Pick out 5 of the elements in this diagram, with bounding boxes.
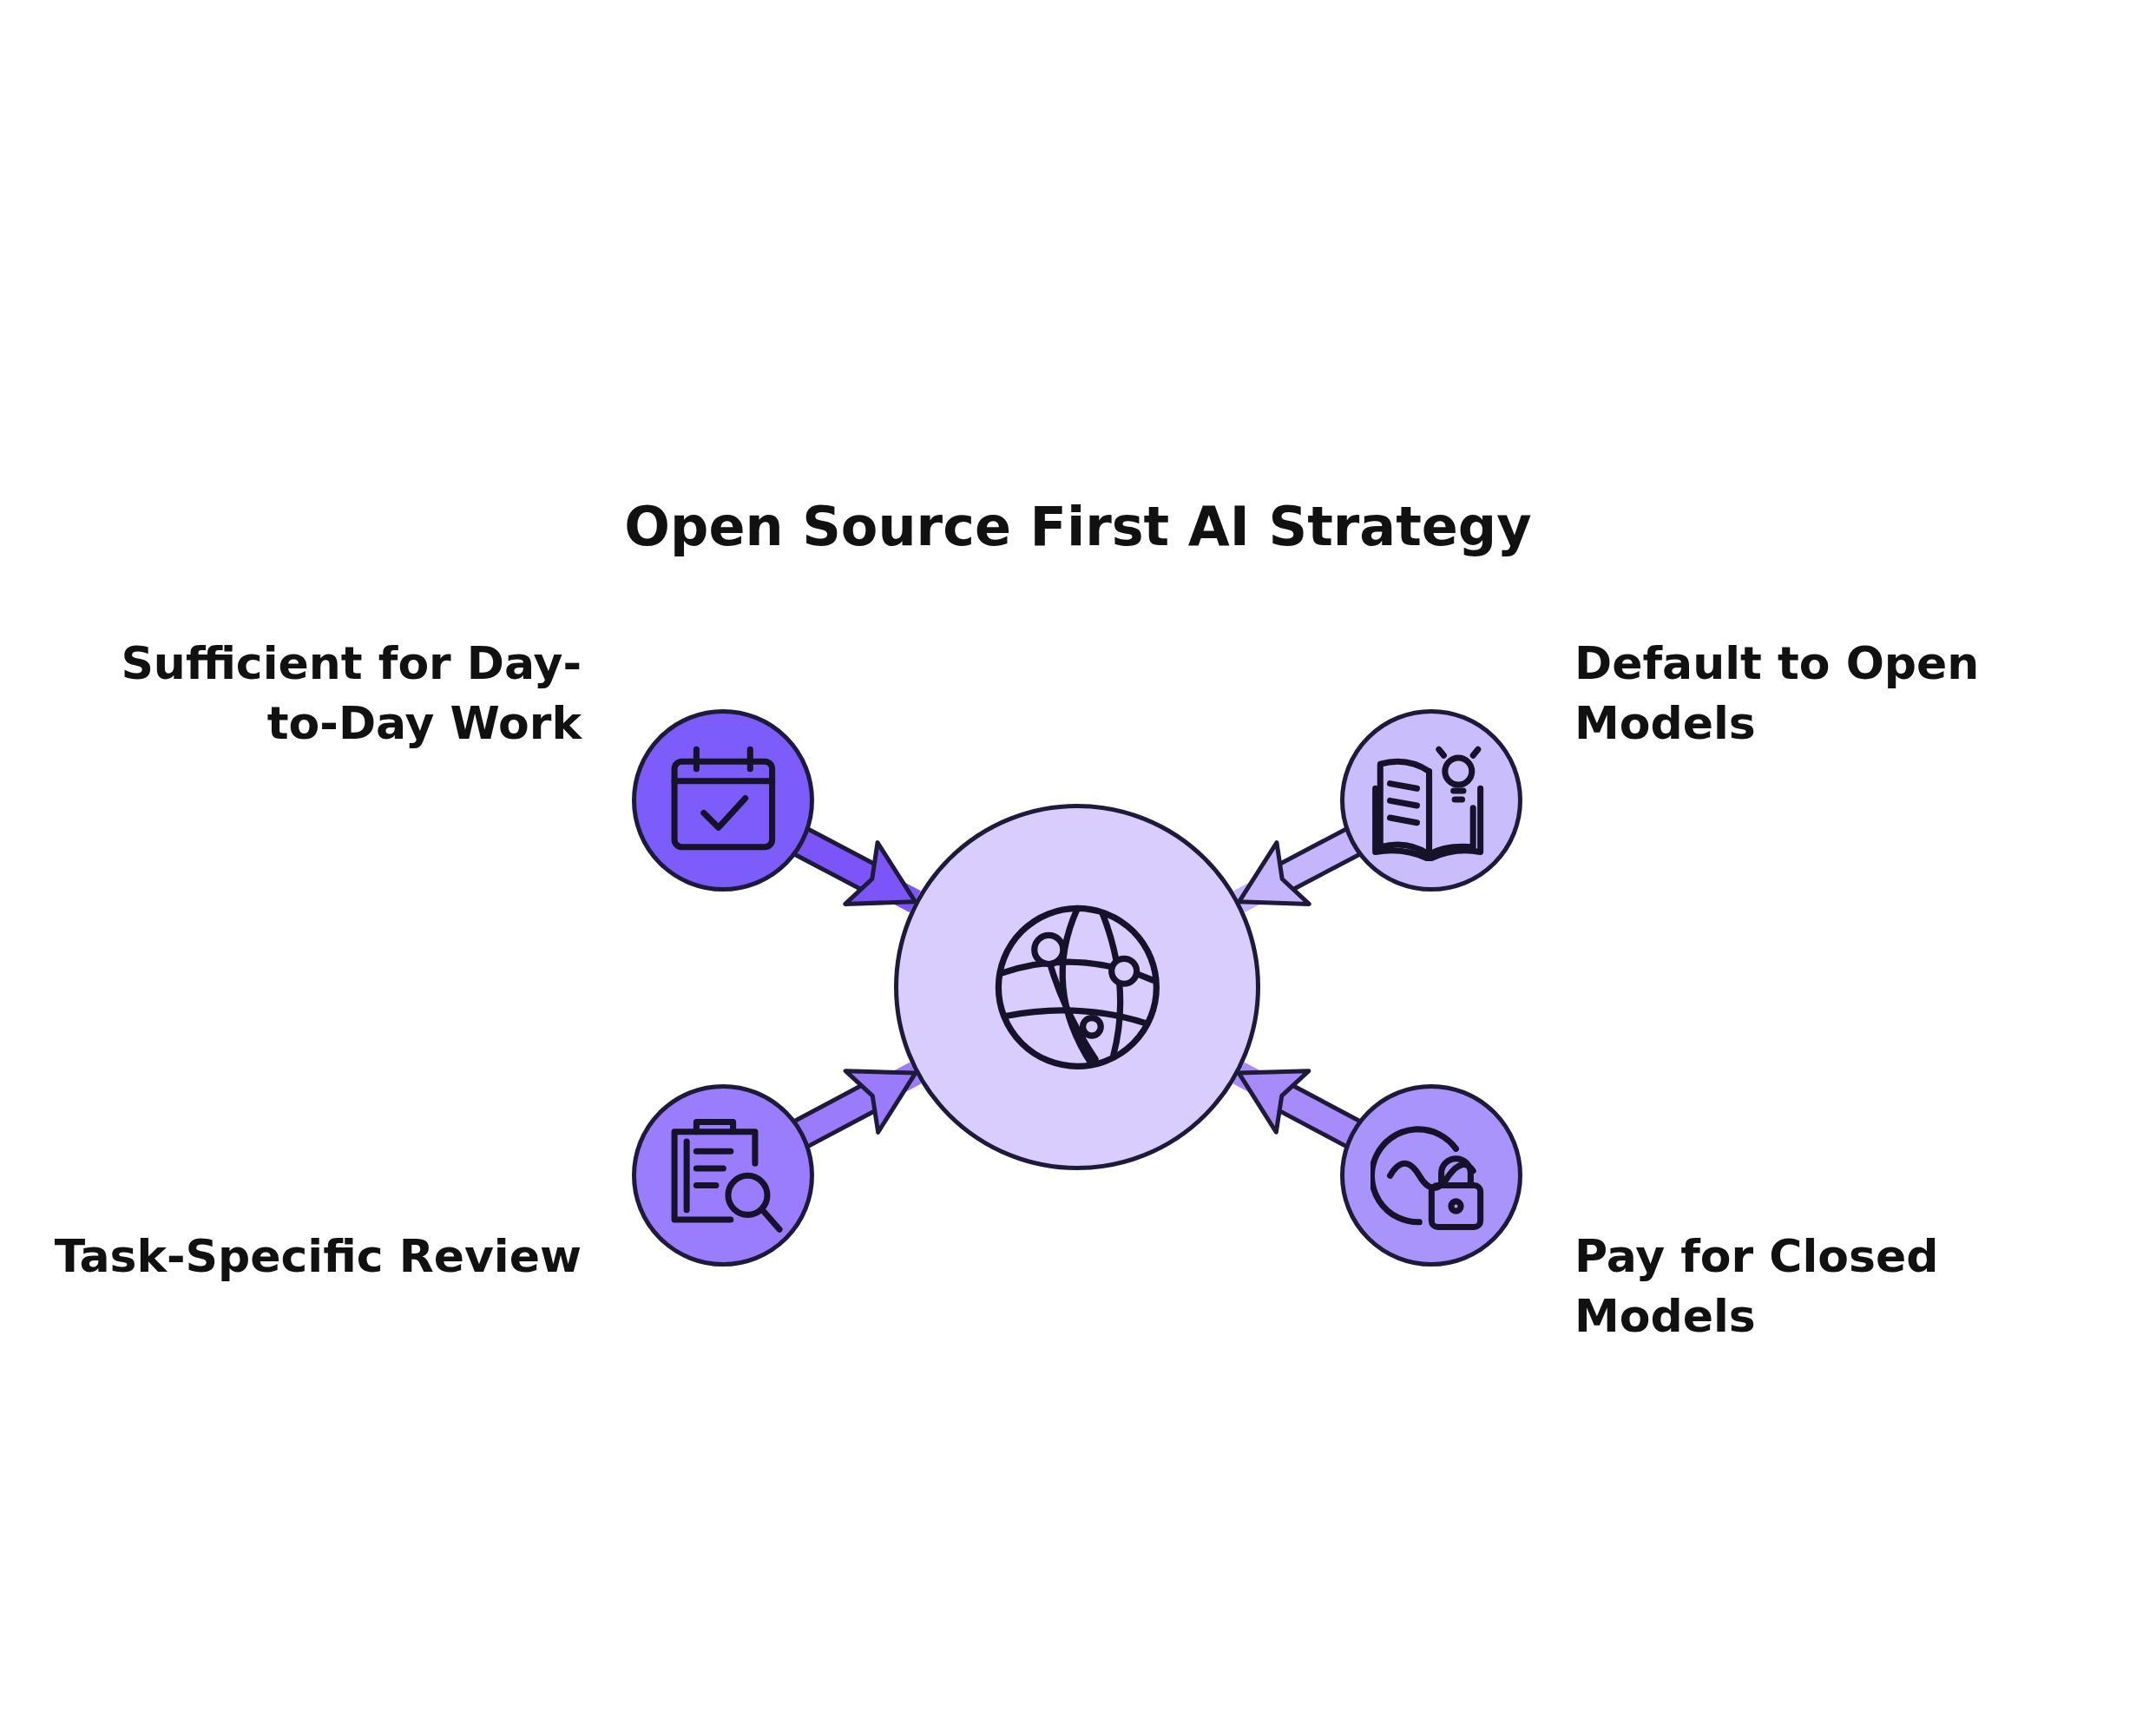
topic-label: Pay for Closed Models: [1574, 1229, 1940, 1344]
topic-label: Default to Open Models: [1574, 636, 1981, 751]
topic-label: Task-Specific Review: [53, 1229, 582, 1284]
topic-label: Sufficient for Day-to-Day Work: [120, 636, 582, 751]
diagram-title: Open Source First AI Strategy: [623, 495, 1533, 558]
